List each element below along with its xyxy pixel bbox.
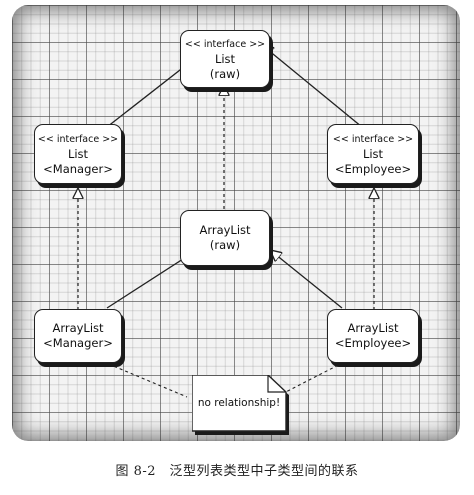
class-name: List xyxy=(67,146,89,161)
note-box: no relationship! xyxy=(192,375,289,435)
type-parameter: <Manager> xyxy=(43,336,113,350)
stereotype-label: << interface >> xyxy=(332,133,414,145)
class-name: ArrayList xyxy=(347,321,399,335)
type-parameter: (raw) xyxy=(209,238,241,252)
class-name: List xyxy=(214,51,236,66)
uml-diagram: << interface >> List (raw) << interface … xyxy=(12,5,460,441)
type-parameter: (raw) xyxy=(209,66,241,81)
type-parameter: <Manager> xyxy=(43,161,113,176)
note-link-manager xyxy=(91,356,188,398)
figure-caption: 图 8-2 泛型列表类型中子类型间的联系 xyxy=(115,464,359,479)
class-name: ArrayList xyxy=(199,223,251,237)
class-name: List xyxy=(362,146,384,161)
type-parameter: <Employee> xyxy=(334,161,412,176)
node-list-raw: << interface >> List (raw) xyxy=(180,30,270,88)
class-name: ArrayList xyxy=(52,321,104,335)
node-arraylist-manager: ArrayList <Manager> xyxy=(34,309,122,363)
note-link-employee xyxy=(275,356,355,398)
note-text: no relationship! xyxy=(197,397,281,409)
edge-list-employee-to-list-raw xyxy=(262,45,363,128)
type-parameter: <Employee> xyxy=(334,336,412,350)
node-arraylist-raw: ArrayList (raw) xyxy=(180,210,270,266)
node-arraylist-employee: ArrayList <Employee> xyxy=(327,309,419,363)
stereotype-label: << interface >> xyxy=(37,133,119,145)
edge-arraylist-employee-to-arraylist-raw xyxy=(270,250,343,309)
node-list-employee: << interface >> List <Employee> xyxy=(327,124,419,184)
stereotype-label: << interface >> xyxy=(184,38,266,50)
node-list-manager: << interface >> List <Manager> xyxy=(34,124,122,184)
